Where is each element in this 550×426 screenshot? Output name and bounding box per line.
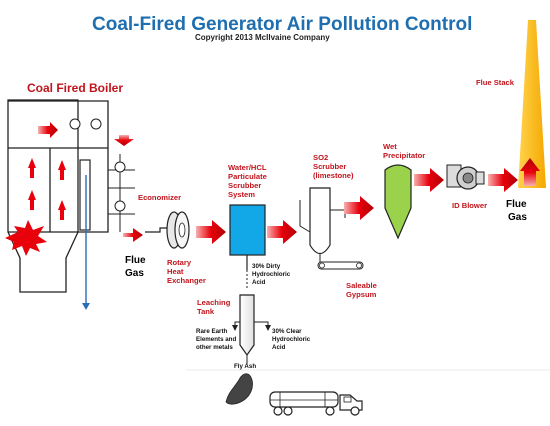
particulate-scrubber: Water/HCL Particulate Scrubber System	[228, 163, 267, 288]
copyright: Copyright 2013 McIlvaine Company	[195, 33, 330, 42]
clear-acid-label-1: 30% Clear	[272, 328, 302, 335]
flow-arrow-3	[344, 196, 374, 220]
id-blower: ID Blower	[446, 164, 487, 210]
scrubber-label-3: Scrubber	[228, 181, 261, 190]
diagram-title: Coal-Fired Generator Air Pollution Contr…	[92, 14, 472, 35]
scrubber-label-2: Particulate	[228, 172, 267, 181]
dirty-acid-label-2: Hydrochloric	[252, 271, 291, 278]
scrubber-label-4: System	[228, 190, 255, 199]
dirty-acid-label-1: 30% Dirty	[252, 263, 281, 270]
gypsum-label-1: Saleable	[346, 281, 377, 290]
so2-scrubber: SO2 Scrubber (limestone) Saleable Gypsum	[299, 153, 377, 299]
leaching-label-1: Leaching	[197, 298, 231, 307]
gypsum-label-2: Gypsum	[346, 290, 377, 299]
fly-ash-label: Fly Ash	[234, 363, 256, 370]
so2-label-2: Scrubber	[313, 162, 346, 171]
fly-ash-pile: Fly Ash	[225, 363, 256, 405]
scrubber-label-1: Water/HCL	[228, 163, 267, 172]
stack-up-arrow	[520, 158, 540, 186]
flue-gas-left-line2: Gas	[125, 268, 144, 279]
coal-fired-boiler: Coal Fired Boiler	[5, 81, 143, 310]
flue-stack	[518, 20, 546, 188]
flue-gas-left-label: Flue Gas	[125, 255, 146, 279]
wet-precipitator: Wet Precipitator	[383, 142, 425, 240]
clear-acid-label-3: Acid	[272, 344, 286, 351]
flue-stack-label: Flue Stack	[476, 78, 515, 87]
rare-earth-label-1: Rare Earth	[196, 328, 228, 335]
rare-earth-label-2: Elements and	[196, 336, 236, 343]
wet-label-2: Precipitator	[383, 151, 425, 160]
precipitator-vessel	[384, 164, 412, 240]
flue-gas-right-line1: Flue	[506, 199, 527, 210]
tanker-truck	[269, 391, 363, 416]
rotary-label-3: Exchanger	[167, 276, 206, 285]
scrubber-vessel	[229, 204, 266, 256]
leaching-label-2: Tank	[197, 307, 215, 316]
clear-acid-label-2: Hydrochloric	[272, 336, 311, 343]
flow-arrow-4	[414, 168, 444, 192]
so2-label-1: SO2	[313, 153, 328, 162]
leaching-tank: Leaching Tank	[197, 294, 271, 364]
economizer-label: Economizer	[138, 193, 181, 202]
boiler-title: Coal Fired Boiler	[27, 81, 123, 95]
wet-label-1: Wet	[383, 142, 397, 151]
dirty-acid-label-3: Acid	[252, 279, 266, 286]
flue-gas-right-line2: Gas	[508, 212, 527, 223]
flow-arrow-5	[488, 168, 518, 192]
flow-arrow-2	[267, 220, 297, 244]
flow-arrow-1	[196, 220, 226, 244]
rotary-label-1: Rotary	[167, 258, 192, 267]
rotary-heat-exchanger: Rotary Heat Exchanger	[145, 211, 206, 285]
so2-label-3: (limestone)	[313, 171, 354, 180]
flue-gas-left-line1: Flue	[125, 255, 146, 266]
id-blower-label: ID Blower	[452, 201, 487, 210]
rare-earth-label-3: other metals	[196, 344, 233, 351]
rotary-label-2: Heat	[167, 267, 184, 276]
